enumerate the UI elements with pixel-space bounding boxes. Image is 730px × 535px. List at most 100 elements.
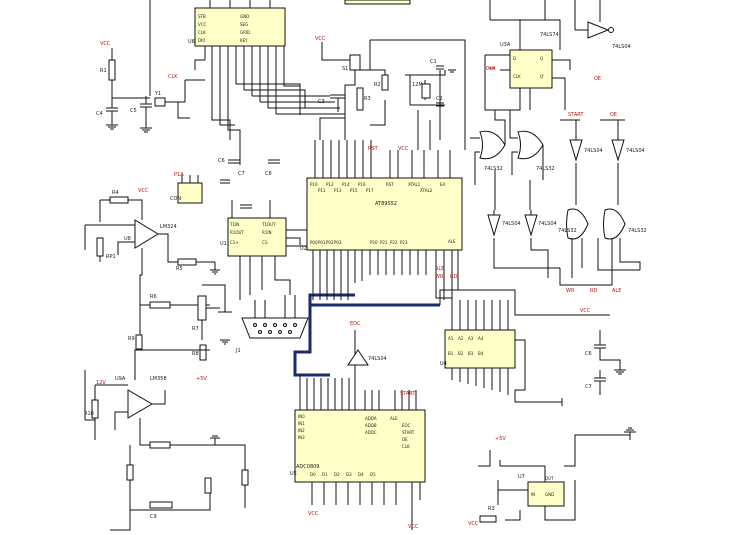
gnd-left-2 [140, 127, 152, 133]
mid-left-resistors: R6 R7 R8 +5V R9 [128, 284, 232, 382]
dflip-name: 74LS74 [540, 32, 559, 38]
r3-body [356, 87, 364, 111]
bus-taps [312, 285, 349, 300]
r10-ref: R10 [84, 411, 94, 417]
adc-pin-in3: IN3 [298, 435, 305, 440]
buffer-pin-a3: A3 [468, 336, 474, 341]
opamp2-name: LM358 [150, 376, 167, 382]
max232-pin-4: R1IN [262, 230, 272, 235]
inv-right-1-ref: 74LS04 [584, 148, 603, 154]
s1-ref: S1 [342, 66, 348, 72]
mcu-pin-ea: EA [440, 182, 446, 187]
buffer-pin-b1: B1 [448, 351, 454, 356]
buffer-pin-b3: B3 [468, 351, 474, 356]
adc-pin-d5: D5 [370, 472, 376, 477]
buffer-bottom-leads [451, 339, 550, 403]
mcu-pin-p10: P10 [310, 182, 318, 187]
adc-pin-start: START [402, 430, 415, 435]
buffer-pin-a4: A4 [478, 336, 484, 341]
or-gate-2 [517, 130, 544, 160]
adc-pin-in2: IN2 [298, 428, 305, 433]
or-gate-1 [479, 130, 506, 160]
inv-mid-1-ref: 74LS04 [502, 221, 521, 227]
or-gates-lower: 74LS32 74LS32 WR RD ALE [558, 208, 647, 294]
inv-mid-wires [493, 210, 560, 278]
adc-net-vcc-bot2: VCC [408, 524, 419, 530]
mcu-net-wr: WR [435, 274, 444, 280]
r2-body [381, 74, 389, 91]
gnd-opamp2 [210, 435, 220, 445]
adc-net-eoc: EOC [350, 321, 361, 327]
p1a-leads [181, 175, 199, 183]
c7-ref: C7 [238, 171, 245, 177]
c3-ref: C3 [318, 99, 325, 105]
r-bottom-body [204, 477, 212, 494]
r1-body [108, 59, 116, 81]
regulator-wires [497, 434, 630, 521]
mcu-to-buffer [435, 280, 453, 300]
pot-wires [201, 284, 232, 340]
mcu-body [306, 177, 463, 251]
opamp2-right-wire [170, 444, 246, 508]
inv-right-1 [569, 139, 583, 162]
mcu-top-leads [314, 140, 451, 178]
right-cap-ref1: C6 [585, 351, 592, 357]
dflip-body [509, 49, 553, 89]
inv-right-2 [611, 139, 625, 162]
c6-ref: C6 [218, 158, 225, 164]
osc-val: 12M [412, 82, 423, 88]
buffer-pin-b4: B4 [478, 351, 484, 356]
inv-mid-2 [524, 214, 538, 237]
mcu-bottom-leads [312, 250, 459, 295]
r-reg-ref: R3 [488, 506, 495, 512]
c3-symbol [330, 94, 345, 112]
adc-pin-d0: D0 [310, 472, 316, 477]
crystal-wires [165, 79, 205, 119]
inv-right-net1: START [568, 112, 584, 118]
dflip-wires [484, 0, 576, 111]
r13-body [126, 464, 134, 481]
r12-body [241, 469, 249, 486]
vcc-label-left: VCC [100, 41, 111, 47]
or-gate-4 [603, 208, 626, 240]
p1a-body [177, 182, 203, 204]
adc-net-vcc-bot: VCC [308, 511, 319, 517]
rp1-ref: RP1 [106, 254, 116, 260]
max232-pin-3: T1OUT [261, 222, 276, 227]
buffer-vcc-label: VCC [580, 308, 591, 314]
mcu-pin-p16: P16 [358, 182, 366, 187]
adc-pin-d3: D3 [346, 472, 352, 477]
r8-body [199, 344, 207, 361]
max232-pin-1: T1IN [229, 222, 239, 227]
opamp1-wires [84, 199, 215, 306]
osc-crystal [421, 83, 431, 99]
gnd-left-1 [106, 124, 118, 130]
s1-switch [349, 54, 361, 71]
reset-upper-wire [369, 39, 466, 150]
p1a-ref: P1A [174, 172, 184, 178]
c5-ref: C5 [130, 108, 137, 114]
opamp1-name: LM324 [160, 224, 177, 230]
r8-ref: R8 [192, 351, 199, 357]
buffer-pin-b2: B2 [458, 351, 464, 356]
top-chip-pin-7: GRID [240, 30, 250, 35]
opamp2-ref: U9A [115, 376, 126, 382]
top-chip-pin-1: STB [198, 14, 206, 19]
or-gate-4-ref: 74LS32 [628, 228, 647, 234]
r3-ref: R3 [364, 96, 371, 102]
r6-body [149, 301, 171, 309]
dflip-pin-clk: CLK [513, 74, 521, 79]
buffer-top-leads [451, 300, 509, 330]
adc-pin-d2: D2 [334, 472, 340, 477]
adc-inverter-ref: 74LS04 [368, 356, 387, 362]
gnd-mid [220, 339, 230, 345]
mcu-pin-p17: P17 [366, 188, 374, 193]
mcu-name: AT89S52 [375, 201, 397, 207]
max232-pin-6: C1- [262, 240, 269, 245]
adc-pin-in1: IN1 [298, 421, 305, 426]
buffer-pin-a1: A1 [448, 336, 454, 341]
buffer-group: U4 A1 A2 A3 A4 B1 B2 B3 B4 VCC [435, 280, 610, 406]
gnd-reg [624, 427, 636, 440]
opamp2-body [127, 389, 153, 419]
top-chip-body [194, 7, 286, 47]
